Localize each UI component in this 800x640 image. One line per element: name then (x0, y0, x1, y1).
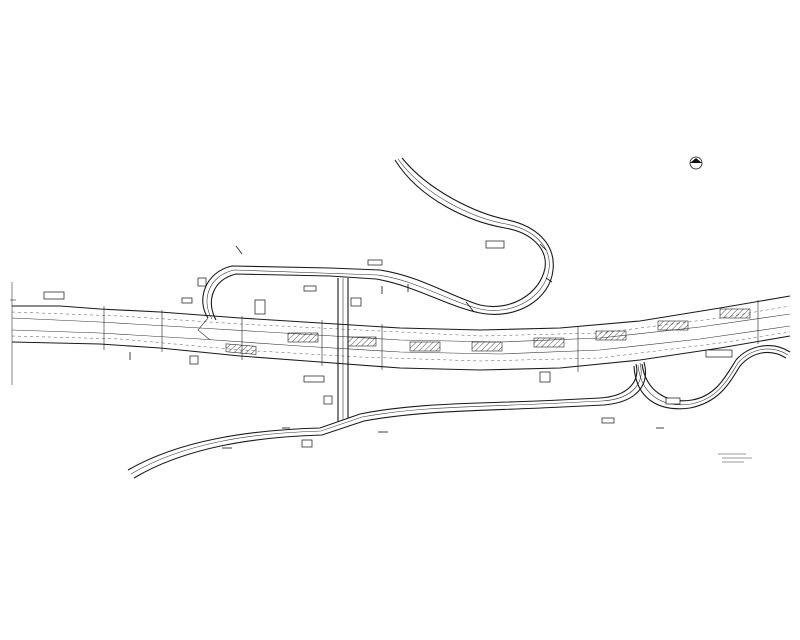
south-collector-ramp (127, 361, 646, 479)
note-block (718, 453, 752, 463)
north-arrow-symbol (689, 156, 703, 170)
left-boundary (10, 282, 16, 385)
north-loop-ramp (197, 157, 554, 341)
sign-markers (43, 240, 733, 449)
east-hook-ramp (633, 345, 791, 410)
vertical-crossing-road (337, 278, 349, 422)
sign-board (43, 291, 65, 300)
highway-mainline (11, 295, 791, 372)
